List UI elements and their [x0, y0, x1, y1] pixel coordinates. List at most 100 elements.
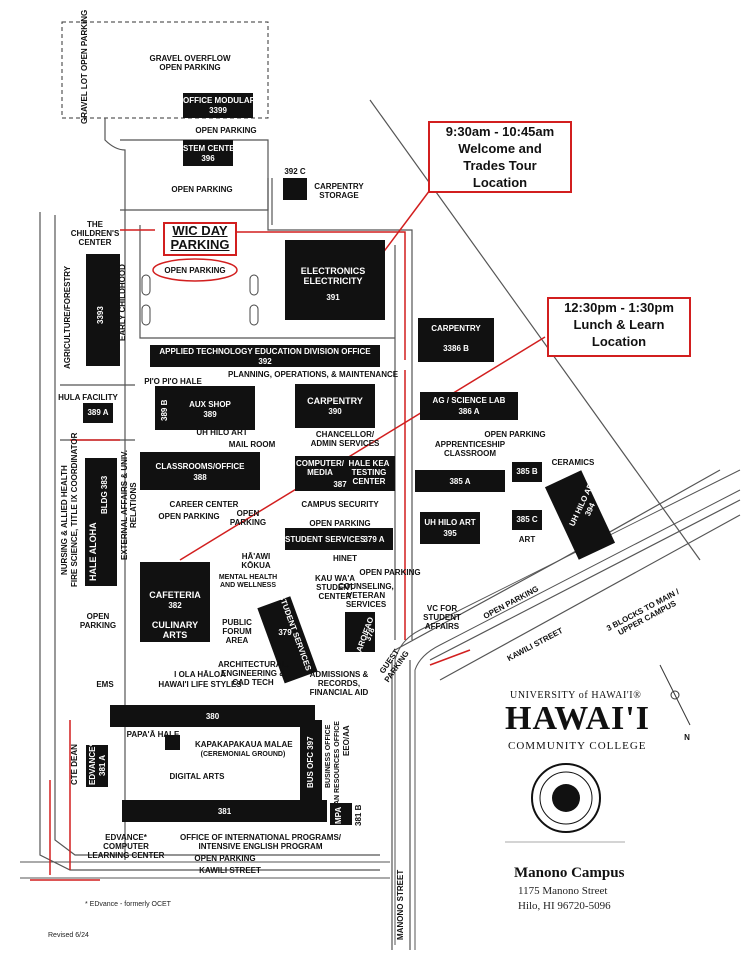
ems-label: EMS	[96, 680, 114, 689]
num-385c: 385 C	[516, 515, 538, 524]
edvance-label: EDVANCE*	[88, 743, 97, 785]
num-382: 382	[168, 601, 182, 610]
student-services-label: STUDENT SERVICES	[285, 535, 366, 544]
childrens-center-label: THE CHILDREN'S CENTER	[70, 220, 120, 247]
bldg-3393: 3393	[96, 306, 105, 324]
logo-hawaii: HAWAI'I	[505, 700, 650, 737]
kawili-street-bottom: KAWILI STREET	[199, 866, 261, 875]
stem-center-label: STEM CENTER	[183, 144, 241, 153]
eeo-label: EEO/AA	[342, 725, 351, 757]
ceremonial-label: (CEREMONIAL GROUND)	[200, 751, 286, 758]
hula-facility-label: HULA FACILITY	[58, 393, 118, 402]
cte-dean-label: CTE DEAN	[70, 744, 79, 785]
bldg-392c: 392 C	[284, 167, 306, 176]
bldg-383: BLDG 383	[100, 475, 109, 515]
wic-line2: PARKING	[170, 237, 230, 252]
stem-num: 396	[201, 154, 215, 163]
ceramics-label: CERAMICS	[551, 458, 595, 467]
carpentry-390-label: CARPENTRY	[307, 396, 363, 406]
num-395: 395	[443, 529, 457, 538]
cafeteria-label: CAFETERIA	[149, 590, 201, 600]
mpa-label: MPA	[334, 806, 343, 824]
hawaii-life-label: HAWAI'I LIFE STYLES	[158, 680, 242, 689]
external-affairs-label: EXTERNAL AFFAIRS & UNIV. RELATIONS	[120, 450, 138, 560]
open-parking-6: OPEN PARKING	[309, 519, 371, 528]
counseling-label: COUNSELING, VETERAN SERVICES	[338, 582, 394, 609]
vc-student-label: VC FOR STUDENT AFFAIRS	[423, 604, 461, 631]
apprenticeship-label: APPRENTICESHIP CLASSROOM	[434, 440, 506, 458]
hinet-label: HINET	[333, 554, 357, 563]
career-center-label: CAREER CENTER	[169, 500, 239, 509]
uh-hilo-art-395: UH HILO ART	[424, 518, 476, 527]
open-parking-5: OPEN PARKING	[229, 509, 267, 527]
num-385b: 385 B	[516, 467, 538, 476]
electronics-label: ELECTRONICS ELECTRICITY	[300, 266, 366, 286]
num-386a: 386 A	[458, 407, 480, 416]
ag-science-label: AG / SCIENCE LAB	[432, 396, 506, 405]
papa-a-hale-label: PAPA'Ā HALE	[126, 730, 180, 739]
culinary-label: CULINARY ARTS	[151, 620, 199, 640]
uh-hilo-art-small: UH HILO ART	[196, 428, 248, 437]
architectural-label: ARCHITECTURAL, ENGINEERING & CAD TECH	[218, 660, 289, 687]
planning-label: PLANNING, OPERATIONS, & MAINTENANCE	[228, 370, 399, 379]
apptech-num: 392	[258, 357, 272, 366]
carpentry-top-label: CARPENTRY	[431, 324, 481, 333]
i-ola-haloa-label: I OLA HĀLOA	[174, 670, 226, 679]
num-379a: 379 A	[363, 535, 385, 544]
mail-room-label: MAIL ROOM	[228, 440, 276, 449]
manono-street-label: MANONO STREET	[396, 869, 405, 940]
logo-community-college: COMMUNITY COLLEGE	[508, 740, 647, 752]
fire-science-label: FIRE SCIENCE, TITLE IX COORDINATOR	[70, 432, 79, 588]
kapakapakaua-label: KAPAKAPAKAUA MALAE	[195, 740, 293, 749]
bus-ofc-label: BUS OFC 397	[306, 736, 315, 789]
welcome-line3: Trades Tour	[463, 158, 537, 173]
carpentry-storage-label: CARPENTRY STORAGE	[314, 182, 364, 200]
open-parking-1: OPEN PARKING	[195, 126, 257, 135]
gravel-lot-label: GRAVEL LOT OPEN PARKING	[80, 9, 89, 124]
welcome-callout: 9:30am - 10:45am Welcome and Trades Tour…	[428, 121, 572, 193]
wic-line1: WIC DAY	[172, 223, 228, 238]
bldg-389a: 389 A	[87, 408, 109, 417]
lunch-callout: 12:30pm - 1:30pm Lunch & Learn Location	[547, 297, 691, 357]
kauwa-label: KAU WA'A STUDENT CENTER	[314, 574, 356, 601]
campus-street: 1175 Manono Street	[518, 885, 608, 897]
welcome-line2: Welcome and	[458, 141, 542, 156]
num-380: 380	[205, 712, 220, 721]
gravel-overflow-label: GRAVEL OVERFLOW OPEN PARKING	[149, 54, 231, 72]
bldg-3386b: 3386 B	[443, 344, 469, 353]
classrooms-office-label: CLASSROOMS/OFFICE	[155, 462, 245, 471]
lunch-time: 12:30pm - 1:30pm	[564, 300, 674, 315]
welcome-line4: Location	[472, 175, 528, 190]
open-parking-right: OPEN PARKING	[484, 430, 546, 439]
logo-university: UNIVERSITY of HAWAI'I®	[510, 690, 642, 701]
early-childhood-label: EARLY CHILDHOOD	[118, 264, 127, 342]
computer-media-label: COMPUTER/ MEDIA	[296, 459, 344, 477]
campus-name: Manono Campus	[514, 865, 625, 881]
office-modular-num: 3399	[209, 106, 227, 115]
pio-pio-hale-label: PI'O PI'O HALE	[144, 377, 202, 386]
open-parking-4: OPEN PARKING	[158, 512, 220, 521]
wic-parking-box: WIC DAY PARKING	[163, 222, 237, 256]
num-385a: 385 A	[449, 477, 471, 486]
admissions-label: ADMISSIONS & RECORDS, FINANCIAL AID	[309, 670, 369, 697]
mental-health-label: MENTAL HEALTH AND WELLNESS	[218, 574, 278, 589]
revised-note: Revised 6/24	[48, 932, 89, 939]
nursing-label: NURSING & ALLIED HEALTH	[60, 465, 69, 575]
num-388: 388	[193, 473, 207, 482]
art-label: ART	[518, 535, 536, 544]
apptech-label: APPLIED TECHNOLOGY EDUCATION DIVISION OF…	[159, 347, 371, 356]
office-intl-label: OFFICE OF INTERNATIONAL PROGRAMS/ INTENS…	[179, 833, 342, 851]
welcome-time: 9:30am - 10:45am	[445, 124, 555, 139]
lunch-line2: Lunch & Learn	[573, 317, 665, 332]
electronics-num: 391	[326, 293, 340, 302]
agriculture-label: AGRICULTURE/FORESTRY	[63, 265, 72, 369]
num-381a: 381 A	[98, 754, 107, 776]
edvance-computer-label: EDVANCE* COMPUTER LEARNING CENTER	[87, 833, 165, 860]
campus-city: Hilo, HI 96720-5096	[518, 900, 611, 912]
edvance-note: * EDvance - formerly OCET	[85, 901, 171, 908]
chancellor-label: CHANCELLOR/ ADMIN SERVICES	[310, 430, 380, 448]
num-379: 379	[278, 628, 292, 637]
aux-num: 389	[203, 410, 217, 419]
north-label: N	[684, 733, 690, 742]
